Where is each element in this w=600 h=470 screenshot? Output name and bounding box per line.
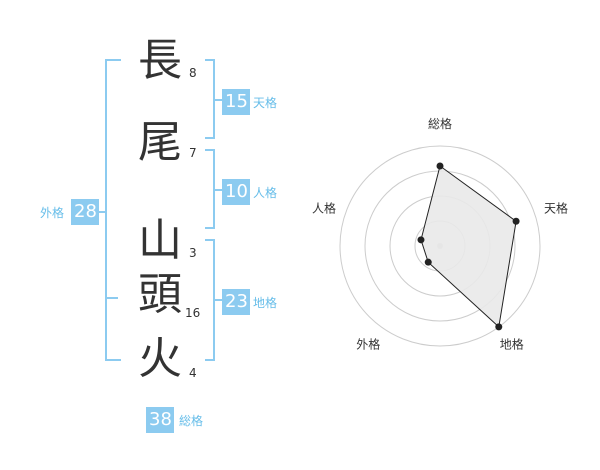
radar-point-4 xyxy=(424,258,432,266)
tenkaku-label: 天格 xyxy=(253,96,278,110)
radar-point-5 xyxy=(417,236,425,244)
jinkaku-label: 人格 xyxy=(253,186,278,200)
kanji-char-5: 火 xyxy=(138,333,182,384)
gaikaku-badge: 28 xyxy=(71,199,99,225)
stroke-count-4: 16 xyxy=(185,306,201,320)
tenkaku-badge: 15 xyxy=(222,89,250,115)
gaikaku-label: 外格 xyxy=(40,206,65,220)
radar-axis-label-4: 外格 xyxy=(356,337,380,352)
chikaku-label: 地格 xyxy=(253,296,278,310)
stroke-count-3: 3 xyxy=(189,246,197,260)
radar-points xyxy=(417,162,520,331)
outer-bracket xyxy=(105,59,121,361)
stroke-count-1: 8 xyxy=(189,66,197,80)
radar-axis-label-1: 総格 xyxy=(428,116,452,131)
radar-point-2 xyxy=(512,217,520,225)
jinkaku-badge: 10 xyxy=(222,179,250,205)
kanji-char-4: 頭 xyxy=(138,269,182,320)
radar-point-1 xyxy=(436,162,444,170)
radar-axis-label-2: 天格 xyxy=(544,200,568,215)
stroke-count-5: 4 xyxy=(189,366,197,380)
stroke-count-2: 7 xyxy=(189,146,197,160)
kanji-char-2: 尾 xyxy=(138,117,182,168)
radar-axis-label-3: 地格 xyxy=(500,337,524,352)
kanji-char-3: 山 xyxy=(138,215,182,266)
radar-point-3 xyxy=(495,323,503,331)
soukaku-badge: 38 xyxy=(146,407,174,433)
soukaku-label: 総格 xyxy=(179,414,204,428)
chikaku-badge: 23 xyxy=(222,289,250,315)
radar-axis-label-5: 人格 xyxy=(312,200,336,215)
radar-ring-4 xyxy=(339,145,541,347)
radar-area xyxy=(420,165,517,328)
kanji-char-1: 長 xyxy=(138,35,182,86)
